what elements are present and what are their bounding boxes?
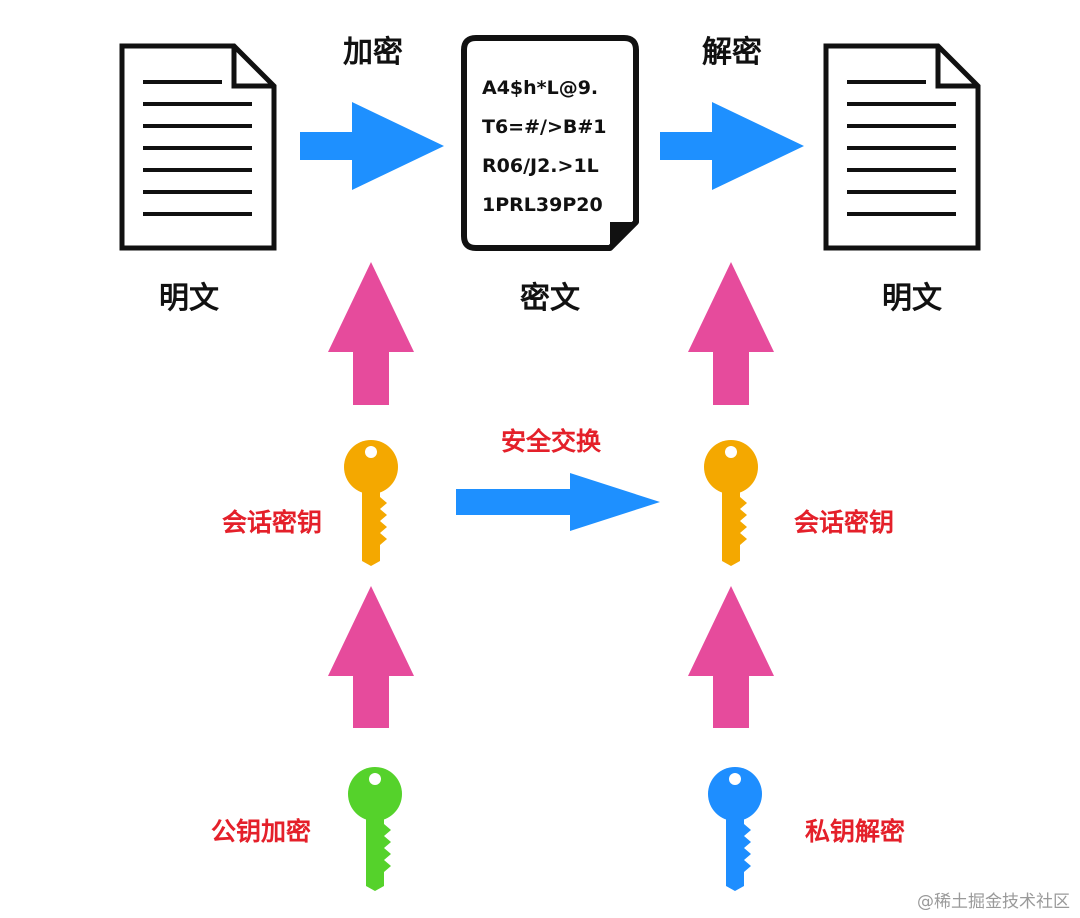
session-key-left-icon [344,440,398,566]
secure-exchange-label: 安全交换 [501,427,602,456]
ciphertext-document-icon: A4$h*L@9. T6=#/>B#1 R06/J2.>1L 1PRL39P20 [461,35,639,251]
private-key-icon [708,767,762,891]
public-key-icon [348,767,402,891]
cipher-line: R06/J2.>1L [482,155,599,177]
encrypt-label: 加密 [343,35,403,70]
cipher-line: T6=#/>B#1 [482,116,607,138]
up-arrow-right-lower [688,586,774,728]
plaintext-right-label: 明文 [882,281,942,316]
plaintext-document-right-icon [823,43,981,251]
plaintext-document-left-icon [119,43,277,251]
public-key-encrypt-label: 公钥加密 [211,817,311,846]
plaintext-left-label: 明文 [159,281,219,316]
session-key-left-label: 会话密钥 [222,508,322,537]
up-arrow-left-upper [328,262,414,405]
decrypt-label: 解密 [702,35,762,70]
secure-exchange-arrow [456,473,660,531]
session-key-right-icon [704,440,758,566]
cipher-line: 1PRL39P20 [482,194,603,216]
watermark: @稀土掘金技术社区 [917,892,1070,912]
up-arrow-right-upper [688,262,774,405]
ciphertext-label: 密文 [520,281,580,316]
up-arrow-left-lower [328,586,414,728]
session-key-right-label: 会话密钥 [794,508,894,537]
cipher-line: A4$h*L@9. [482,77,598,99]
encrypt-flow-arrow [300,102,444,190]
private-key-decrypt-label: 私钥解密 [805,817,905,846]
decrypt-flow-arrow [660,102,804,190]
